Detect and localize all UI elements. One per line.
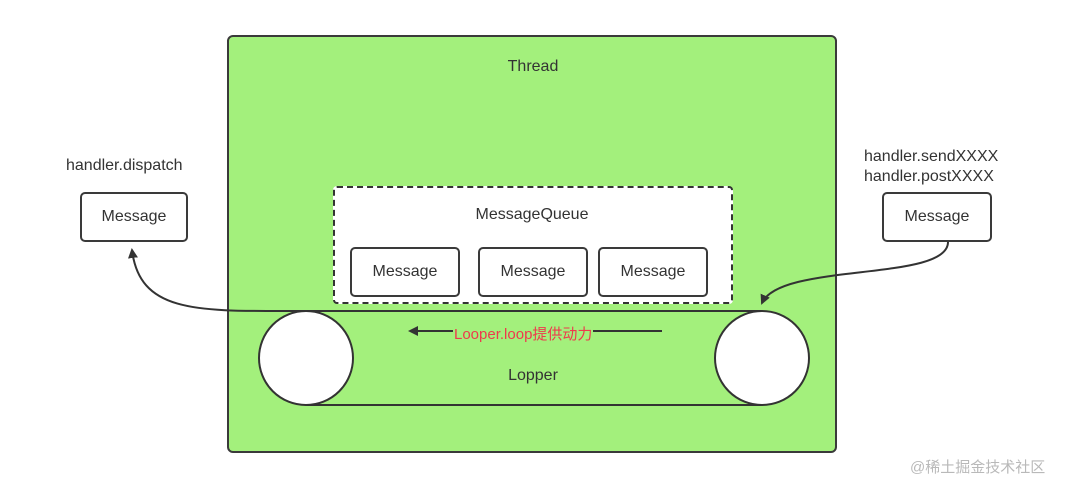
message-queue-title: MessageQueue — [475, 206, 589, 223]
queue-message-1: Message — [350, 247, 460, 297]
queue-message-3: Message — [598, 247, 708, 297]
thread-title: Thread — [507, 58, 559, 75]
incoming-message: Message — [882, 192, 992, 242]
looper-loop-label: Looper.loop提供动力 — [453, 323, 594, 344]
send-label: handler.sendXXXX — [864, 148, 999, 165]
looper-label: Lopper — [508, 367, 558, 384]
post-label: handler.postXXXX — [864, 168, 994, 185]
queue-message-2: Message — [478, 247, 588, 297]
dispatched-message: Message — [80, 192, 188, 242]
watermark: @稀土掘金技术社区 — [910, 459, 1046, 476]
dispatch-label: handler.dispatch — [66, 157, 183, 174]
